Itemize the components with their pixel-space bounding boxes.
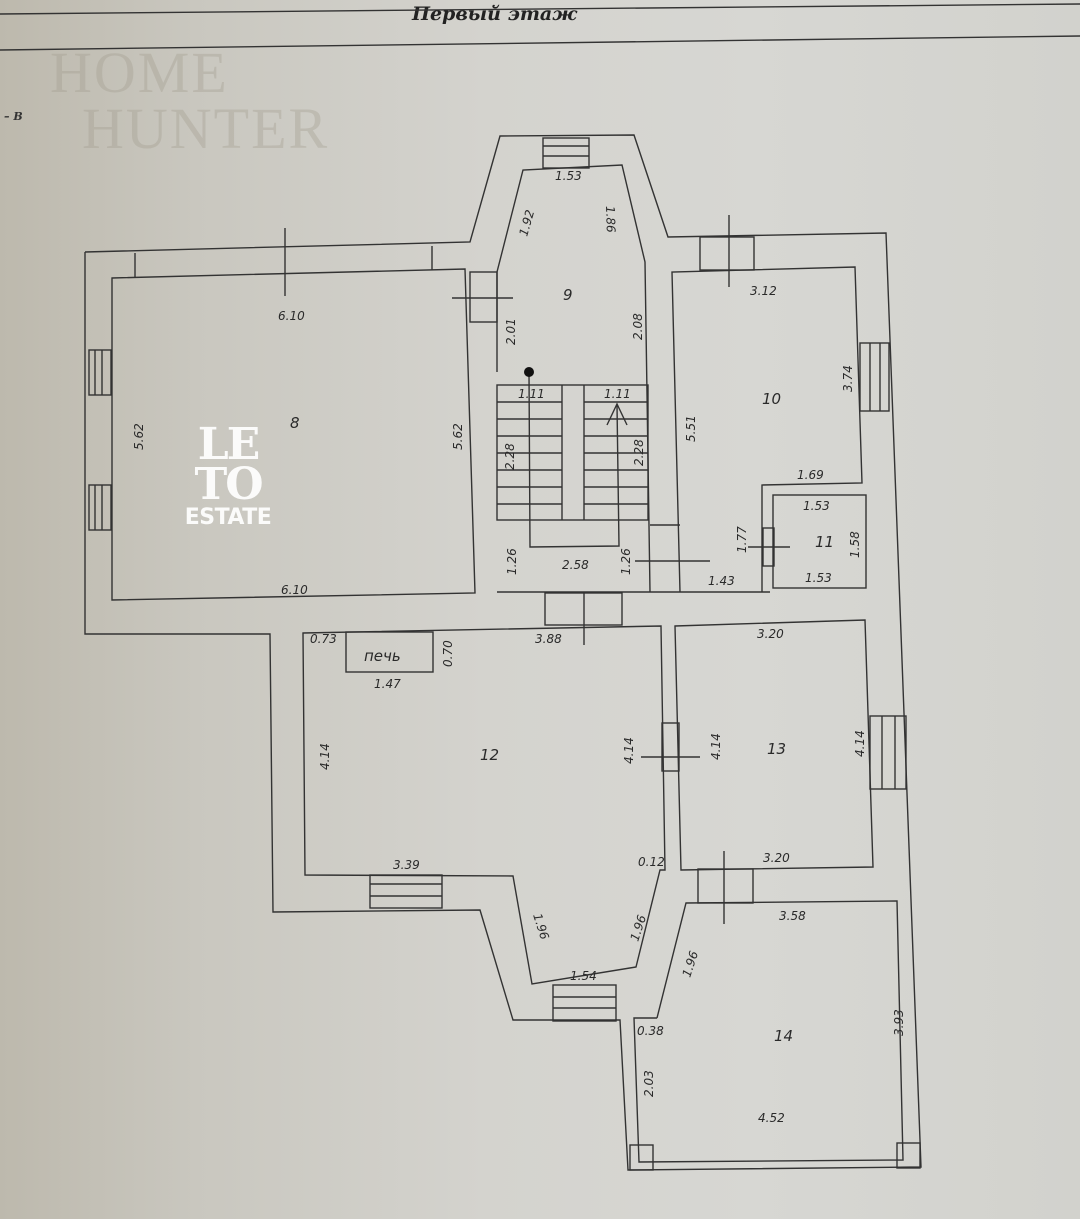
dim-13-bottom: 3.20 [763, 851, 790, 865]
dim-11-top: 1.53 [803, 499, 830, 513]
dim-14-diag: 1.96 [680, 949, 702, 979]
dim-10-bottom: 1.69 [797, 468, 824, 482]
home-hunter-watermark: HOME HUNTER [50, 40, 330, 161]
dim-8-left: 5.62 [132, 423, 146, 450]
dim-10-step: 1.77 [735, 526, 749, 553]
dim-12-right: 4.14 [622, 737, 636, 764]
dim-12-stove-h: 0.70 [441, 640, 455, 667]
leto-line-2: TO [194, 459, 263, 510]
leto-line-1: LE [197, 419, 260, 470]
dim-12-left: 4.14 [318, 743, 332, 770]
dim-14-top: 3.58 [779, 909, 806, 923]
dim-12-stove-w: 1.47 [374, 677, 401, 691]
dim-landing-left: 1.26 [505, 548, 519, 575]
room-number-12: 12 [480, 746, 499, 764]
room-number-8: 8 [290, 414, 300, 432]
room-number-11: 11 [815, 533, 834, 551]
dim-12-top: 3.88 [535, 632, 562, 646]
room-number-10: 10 [762, 390, 781, 408]
dim-9-diag-left: 1.92 [516, 208, 537, 238]
dim-10-top: 3.12 [750, 284, 777, 298]
dim-10-bottom-left: 1.43 [708, 574, 735, 588]
dim-landing-width: 2.58 [562, 558, 589, 572]
dim-12-stove-offset: 0.73 [310, 632, 337, 646]
dim-11-right: 1.58 [848, 531, 862, 558]
dim-9-diag-right: 1.86 [603, 206, 618, 234]
dim-12-bottom: 3.39 [393, 858, 420, 872]
dim-9-left: 2.01 [504, 318, 518, 345]
dim-9-right: 2.08 [631, 313, 645, 340]
dim-12-corner: 0.12 [638, 855, 665, 869]
room-number-13: 13 [767, 740, 786, 758]
leto-estate-watermark: LE TO ESTATE [177, 419, 279, 531]
dim-stair-len-right: 2.28 [632, 439, 646, 466]
dim-11-bottom: 1.53 [805, 571, 832, 585]
room-number-9: 9 [563, 286, 573, 304]
dim-14-offset: 0.38 [637, 1024, 664, 1038]
dim-stair-len-left: 2.28 [503, 443, 517, 470]
dim-landing-right: 1.26 [619, 548, 633, 575]
dim-13-right: 4.14 [853, 730, 867, 757]
dim-13-left: 4.14 [709, 733, 723, 760]
dim-8-bottom: 6.10 [281, 583, 308, 597]
stove-label: печь [364, 647, 401, 665]
room-number-14: 14 [774, 1027, 793, 1045]
dim-9-top: 1.53 [555, 169, 582, 183]
dim-10-right: 3.74 [841, 365, 855, 392]
watermark-line-2: HUNTER [82, 96, 330, 161]
dim-bay-left: 1.96 [530, 912, 552, 942]
dim-14-bottom: 4.52 [758, 1111, 785, 1125]
dim-bay-bottom: 1.54 [570, 969, 597, 983]
dim-stair-width-left: 1.11 [518, 387, 545, 401]
dim-14-right: 3.93 [892, 1009, 906, 1036]
leto-line-3: ESTATE [184, 505, 272, 530]
dim-10-left: 5.51 [684, 415, 698, 442]
edge-label: – В [4, 110, 23, 123]
watermark-line-1: HOME [50, 40, 229, 105]
dim-stair-width-right: 1.11 [604, 387, 631, 401]
dim-8-right: 5.62 [451, 423, 465, 450]
dim-13-top: 3.20 [757, 627, 784, 641]
dim-14-left: 2.03 [642, 1070, 656, 1097]
dim-8-top: 6.10 [278, 309, 305, 323]
